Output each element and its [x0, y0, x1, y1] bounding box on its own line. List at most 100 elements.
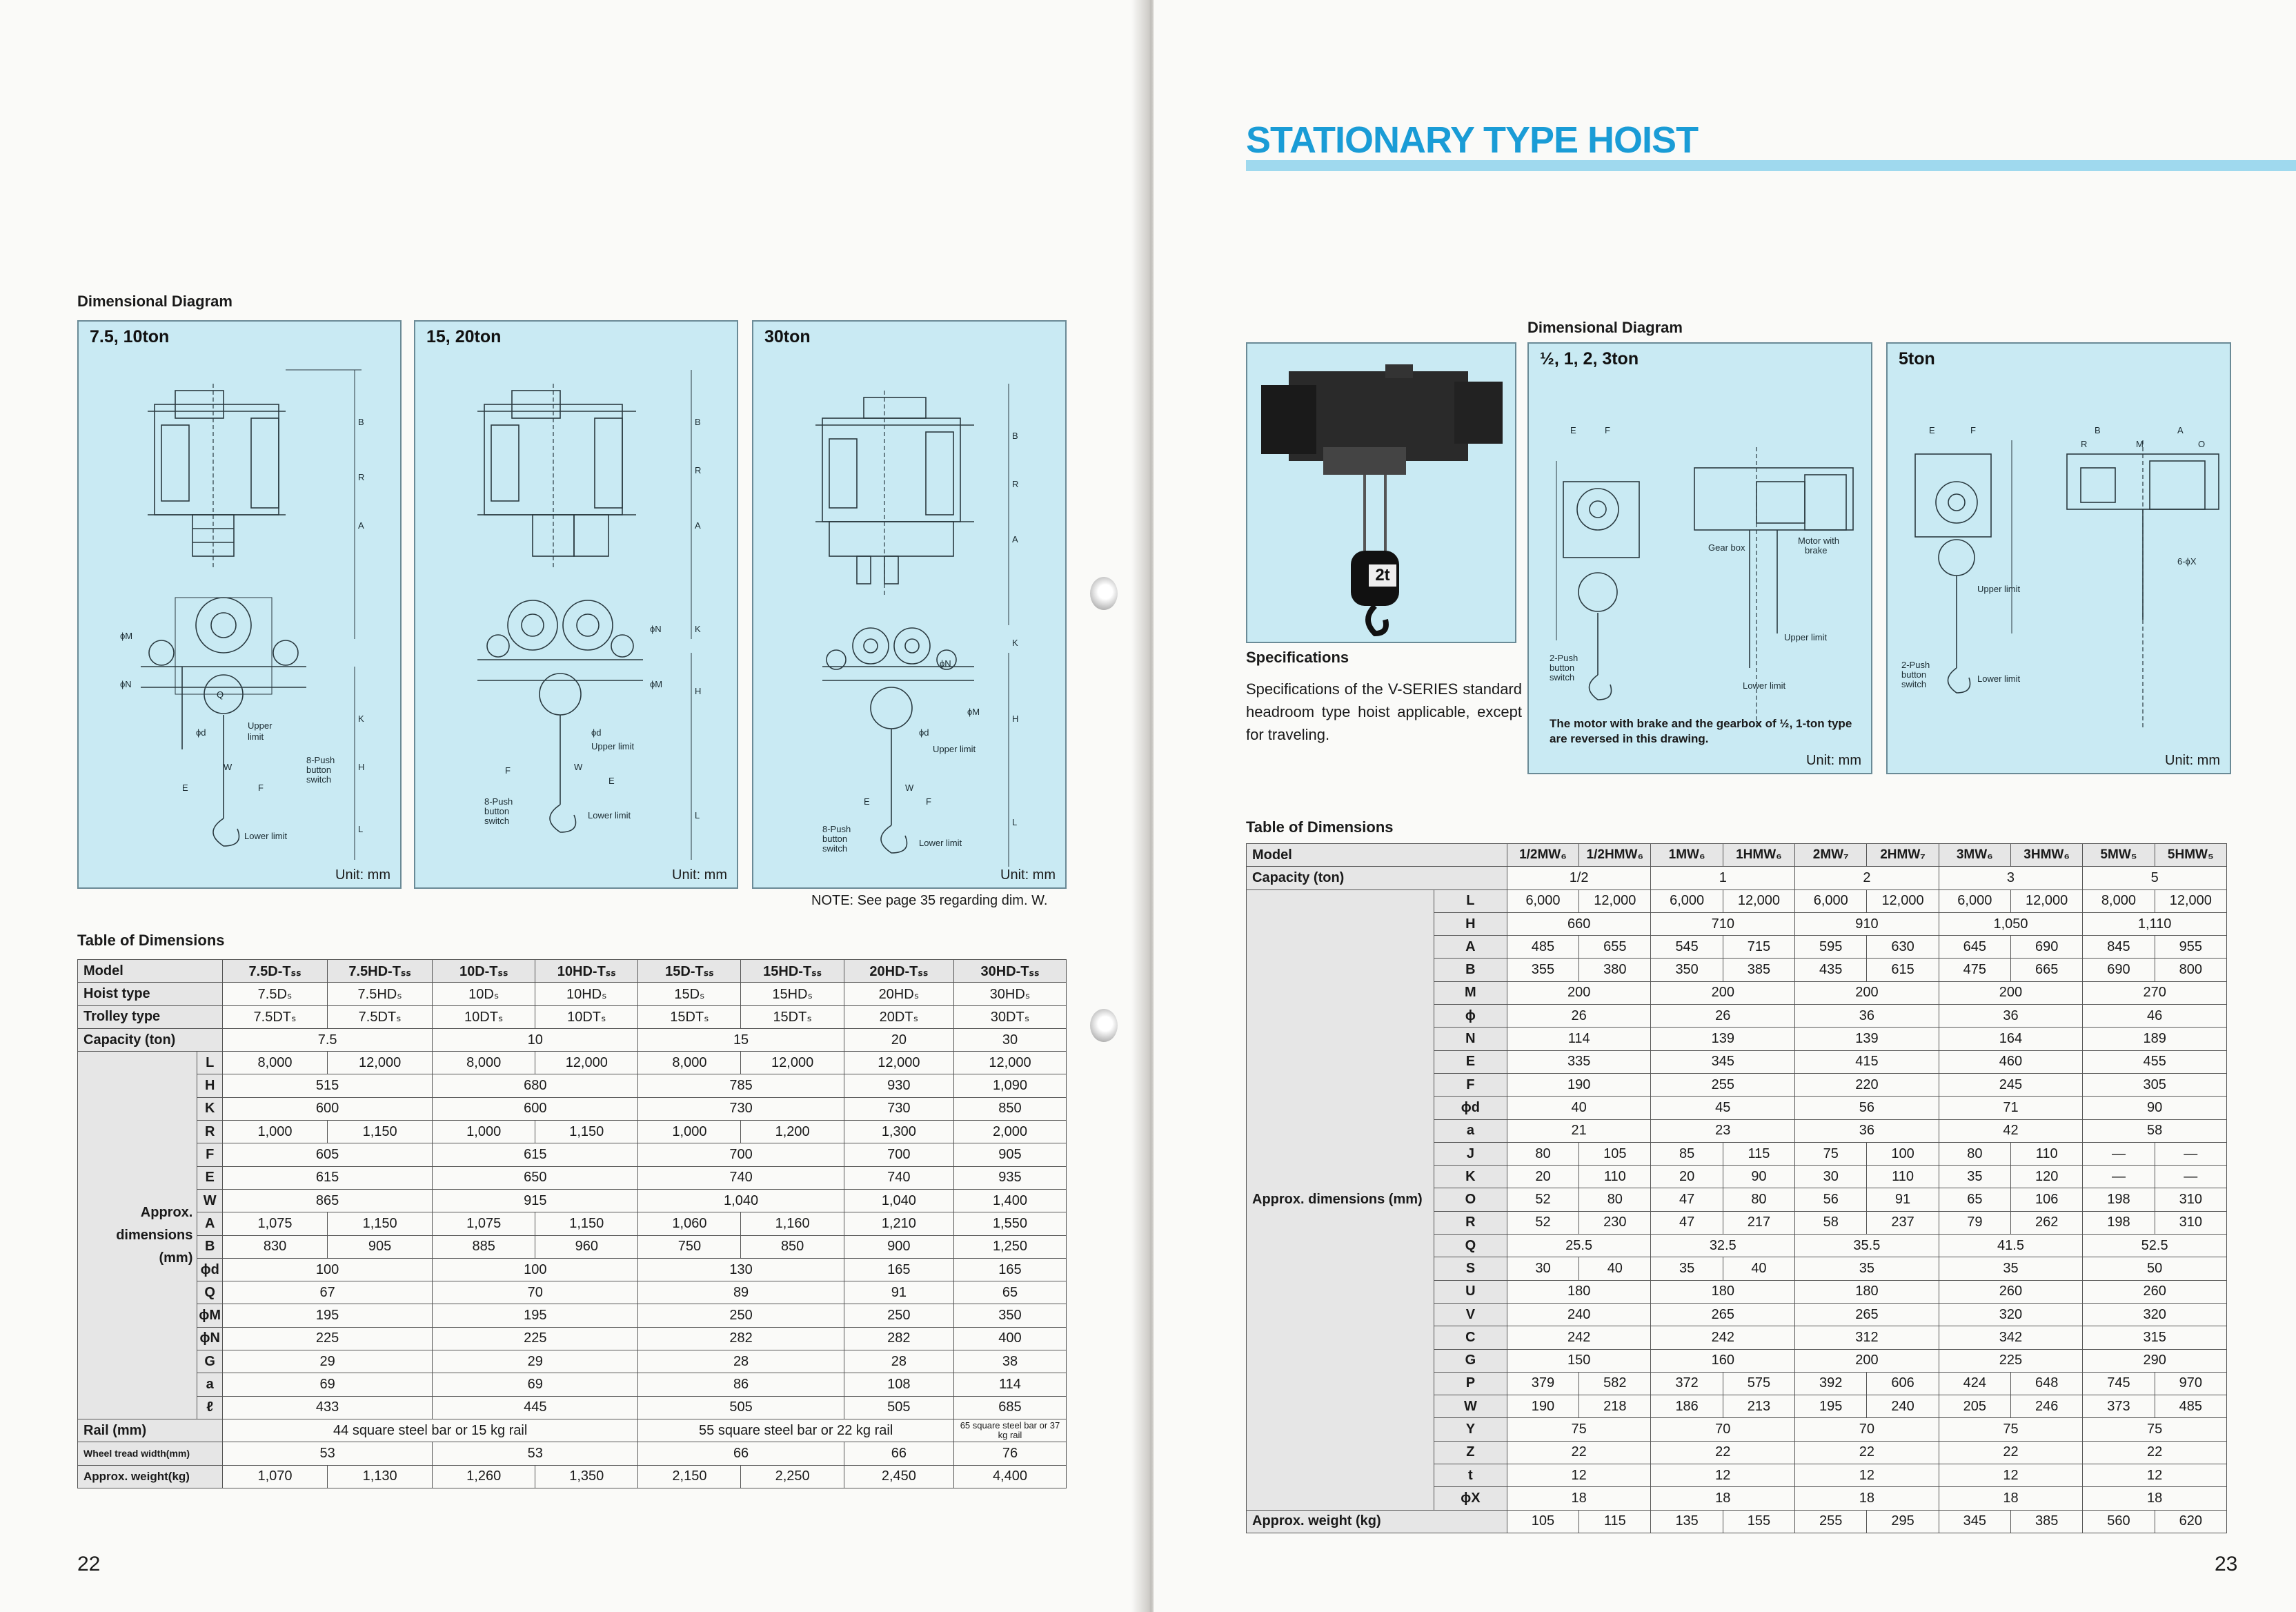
- table-cell: 66: [637, 1442, 844, 1466]
- table-cell: 130: [637, 1257, 844, 1282]
- table-cell: 200: [1506, 981, 1652, 1005]
- table-cell: 8,000: [432, 1051, 536, 1075]
- table-cell: 35: [1938, 1165, 2011, 1189]
- table-cell: 262: [2010, 1210, 2084, 1235]
- table-cell: 740: [843, 1166, 954, 1190]
- table-cell: 22: [1650, 1440, 1796, 1465]
- svg-text:Upper: Upper: [248, 720, 273, 731]
- table-cell: 180: [1506, 1279, 1652, 1304]
- table-cell: 250: [843, 1304, 954, 1328]
- table-cell: 26: [1506, 1004, 1652, 1028]
- table-cell: 47: [1650, 1210, 1723, 1235]
- table-cell: 20: [1650, 1165, 1723, 1189]
- table-cell: 75: [1506, 1417, 1652, 1442]
- table-cell: 12,000: [535, 1051, 639, 1075]
- table-cell: 70: [432, 1281, 639, 1305]
- table-cell: 100: [432, 1257, 639, 1282]
- table-cell: 905: [953, 1143, 1067, 1167]
- table-cell: 645: [1938, 935, 2011, 959]
- table-cell: 12,000: [1722, 889, 1796, 913]
- table-cell: 505: [637, 1395, 844, 1419]
- svg-text:K: K: [358, 714, 364, 724]
- table-cell: 89: [637, 1281, 844, 1305]
- svg-text:R: R: [358, 472, 364, 482]
- table-cell: 110: [1866, 1165, 1939, 1189]
- table-cell: 1,160: [740, 1212, 844, 1236]
- table-cell: 200: [1794, 1348, 1939, 1373]
- table-cell: 379: [1506, 1371, 1580, 1396]
- dimension-key: F: [197, 1143, 224, 1167]
- dimension-key: ϕN: [197, 1326, 224, 1351]
- table-cell: 1,150: [535, 1212, 639, 1236]
- svg-text:E: E: [1570, 425, 1576, 435]
- table-cell: 345: [1938, 1509, 2011, 1533]
- table-cell: 195: [222, 1304, 433, 1328]
- unit-label: Unit: mm: [335, 867, 390, 883]
- table-cell: 1,000: [637, 1120, 742, 1144]
- row-label: Model: [1246, 843, 1507, 867]
- table-cell: 7.5DTₛ: [222, 1005, 328, 1029]
- table-cell: 40: [1722, 1257, 1796, 1281]
- table-cell: 350: [1650, 958, 1723, 982]
- table-cell: 90: [1722, 1165, 1796, 1189]
- dimension-key: K: [1433, 1165, 1507, 1189]
- page-header-title: STATIONARY TYPE HOIST: [1246, 119, 1699, 161]
- svg-text:E: E: [608, 776, 615, 786]
- unit-label: Unit: mm: [1806, 753, 1861, 768]
- group-label: Approx.dimensions(mm): [77, 1051, 198, 1419]
- model-header: 15HD-Tₛₛ: [740, 959, 844, 983]
- table-cell: 12,000: [740, 1051, 844, 1075]
- table-cell: 120: [2010, 1165, 2084, 1189]
- table-cell: 218: [1578, 1395, 1652, 1419]
- table-cell: 6,000: [1938, 889, 2011, 913]
- table-cell: 56: [1794, 1188, 1868, 1212]
- table-cell: —: [2082, 1141, 2155, 1166]
- table-cell: 260: [1938, 1279, 2084, 1304]
- table-cell: 44 square steel bar or 15 kg rail: [222, 1418, 639, 1443]
- panel-title: 5ton: [1899, 349, 1935, 368]
- table-cell: 312: [1794, 1326, 1939, 1350]
- table-cell: 265: [1650, 1302, 1796, 1327]
- table-cell: 505: [843, 1395, 954, 1419]
- panel-title: ½, 1, 2, 3ton: [1540, 349, 1639, 368]
- table-cell: 18: [1938, 1486, 2084, 1511]
- specifications-heading: Specifications: [1246, 649, 1349, 666]
- table-cell: 242: [1506, 1326, 1652, 1350]
- model-header: 3HMW₆: [2010, 843, 2084, 867]
- table-cell: 800: [2154, 958, 2228, 982]
- svg-text:H: H: [695, 686, 701, 696]
- table-cell: 200: [1938, 981, 2084, 1005]
- table-cell: 29: [432, 1350, 639, 1374]
- table-cell: 2,000: [953, 1120, 1067, 1144]
- table-cell: 225: [222, 1326, 433, 1351]
- table-cell: 105: [1578, 1141, 1652, 1166]
- table-cell: 1,300: [843, 1120, 954, 1144]
- svg-text:6-ϕX: 6-ϕX: [2177, 556, 2197, 567]
- table-cell: 30: [1794, 1165, 1868, 1189]
- svg-text:ϕM: ϕM: [120, 631, 132, 641]
- table-cell: 12,000: [843, 1051, 954, 1075]
- table-cell: 28: [637, 1350, 844, 1374]
- dimension-key: ϕX: [1433, 1486, 1507, 1511]
- table-cell: 18: [1650, 1486, 1796, 1511]
- dimension-key: ϕ: [1433, 1004, 1507, 1028]
- table-cell: 655: [1578, 935, 1652, 959]
- dimension-key: a: [197, 1373, 224, 1397]
- row-label: Capacity (ton): [77, 1028, 224, 1052]
- svg-text:Upper limit: Upper limit: [1977, 584, 2021, 594]
- table-cell: 32.5: [1650, 1234, 1796, 1258]
- table-cell: 100: [222, 1257, 433, 1282]
- model-header: 2MW₇: [1794, 843, 1868, 867]
- table-cell: 41.5: [1938, 1234, 2084, 1258]
